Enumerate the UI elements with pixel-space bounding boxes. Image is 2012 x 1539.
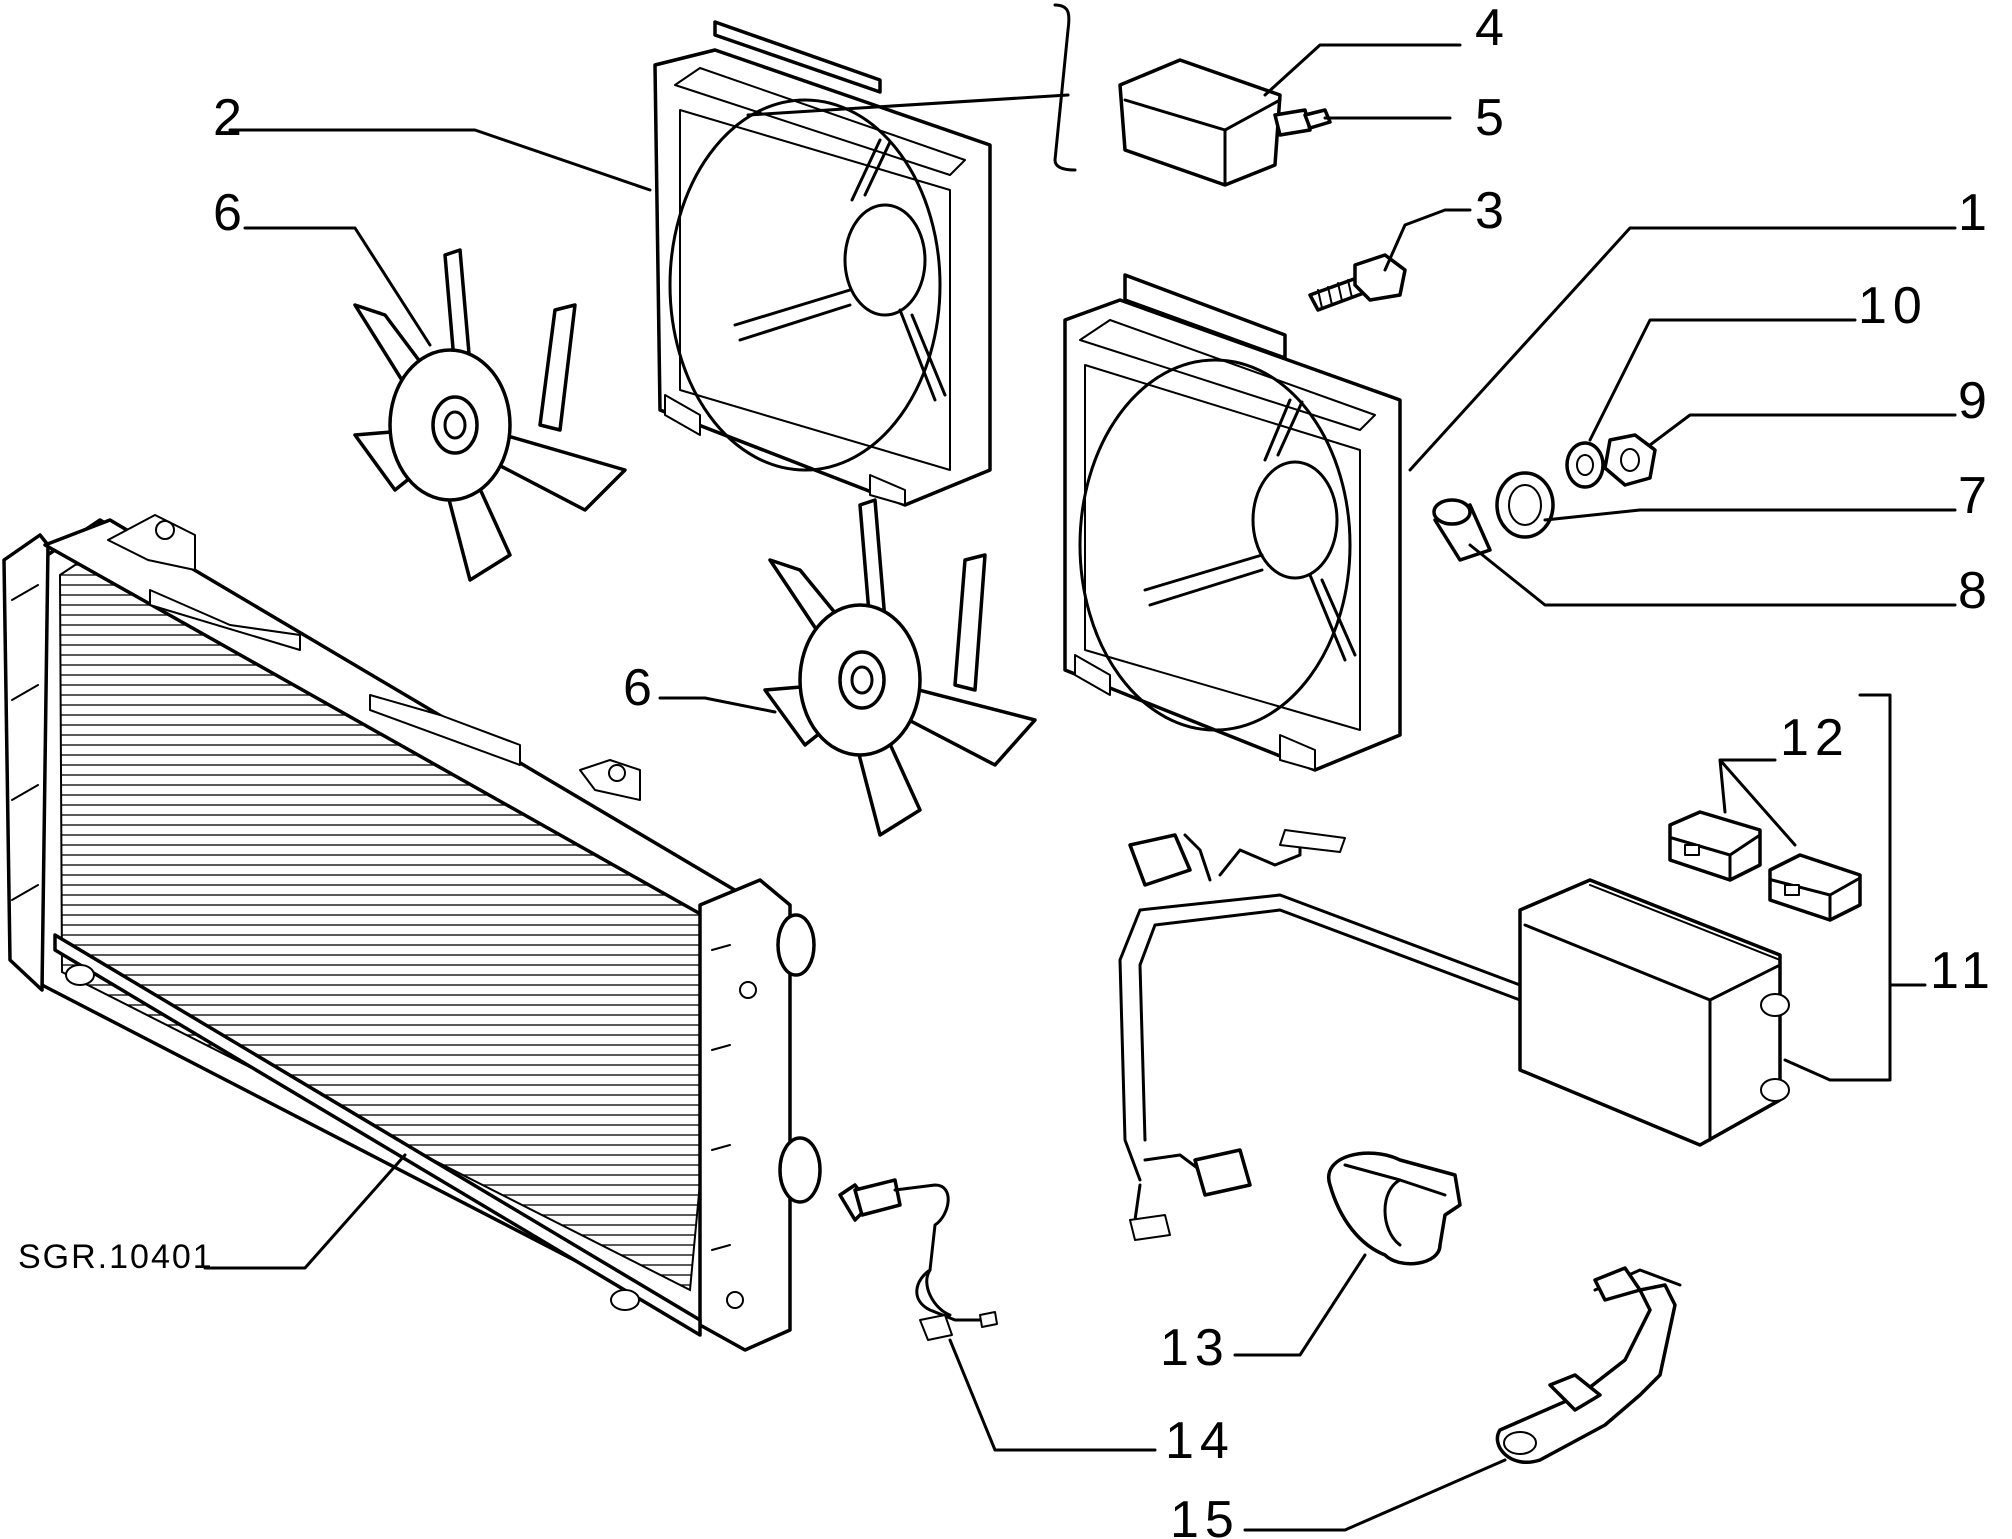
leader-line-10	[1588, 318, 1857, 442]
callout-15: 15	[1170, 1491, 1240, 1539]
callout-5: 5	[1475, 89, 1510, 147]
callout-1: 1	[1958, 184, 1993, 242]
radiator-bracket	[579, 759, 641, 801]
callout-6-upper: 6	[213, 184, 248, 242]
leader-line-2	[228, 128, 652, 192]
leader-line-11	[1783, 693, 1927, 1082]
relay	[1768, 853, 1862, 922]
callout-9: 9	[1958, 372, 1993, 430]
callout-7: 7	[1958, 467, 1993, 525]
callout-11: 11	[1930, 942, 1996, 1000]
resistor-block	[1118, 58, 1282, 187]
leader-line-9	[1648, 413, 1957, 447]
leader-line-7	[1543, 508, 1957, 522]
washer	[1565, 441, 1605, 489]
callout-4: 4	[1475, 0, 1510, 57]
radiator-bracket	[369, 694, 521, 766]
bolt	[1308, 253, 1407, 312]
fan-blade-upper	[353, 248, 627, 582]
grommet	[1495, 471, 1555, 539]
leader-line-8	[1468, 543, 1957, 607]
radiator-bracket	[107, 514, 196, 571]
callout-10: 10	[1858, 277, 1928, 335]
callout-3: 3	[1475, 182, 1510, 240]
leader-lines	[203, 3, 1957, 1532]
bracket	[1495, 1266, 1682, 1464]
callout-labels: 1 2 3 4 5 6 6 7 8 9 10 11 12 13 14 15 SG…	[18, 0, 1996, 1539]
relay	[1668, 810, 1762, 882]
leader-line-1	[1408, 226, 1957, 472]
fan-shroud-upper	[653, 20, 992, 507]
assembly-bracket	[1053, 3, 1077, 172]
leader-line-6b	[658, 696, 777, 714]
nut	[1603, 433, 1657, 487]
leader-line-4	[1263, 43, 1462, 97]
radiator	[2, 514, 822, 1352]
wiring-harness	[1118, 829, 1522, 1241]
leader-line-3	[1383, 208, 1472, 272]
drawing-reference: SGR.10401	[18, 1238, 214, 1276]
sleeve	[1432, 498, 1492, 562]
leader-line-14	[948, 1338, 1157, 1452]
fan-blade-lower	[763, 498, 1037, 837]
control-unit	[1518, 878, 1790, 1147]
fan-shroud-lower	[1063, 273, 1402, 772]
callout-6-lower: 6	[623, 659, 658, 717]
radiator-bracket	[149, 589, 301, 651]
mounting-clip	[1326, 1151, 1462, 1266]
leader-line-12	[1718, 758, 1797, 847]
screw-small	[1273, 108, 1332, 137]
callout-12: 12	[1780, 709, 1850, 767]
leader-line-13	[1233, 1253, 1367, 1357]
callout-13: 13	[1160, 1319, 1230, 1377]
temperature-switch	[838, 1178, 998, 1341]
callout-14: 14	[1165, 1412, 1235, 1470]
leader-line-ref	[203, 1153, 407, 1270]
callout-8: 8	[1958, 562, 1993, 620]
callout-2: 2	[213, 89, 248, 147]
leader-line-15	[1243, 1458, 1507, 1532]
leader-line-6a	[243, 226, 432, 347]
